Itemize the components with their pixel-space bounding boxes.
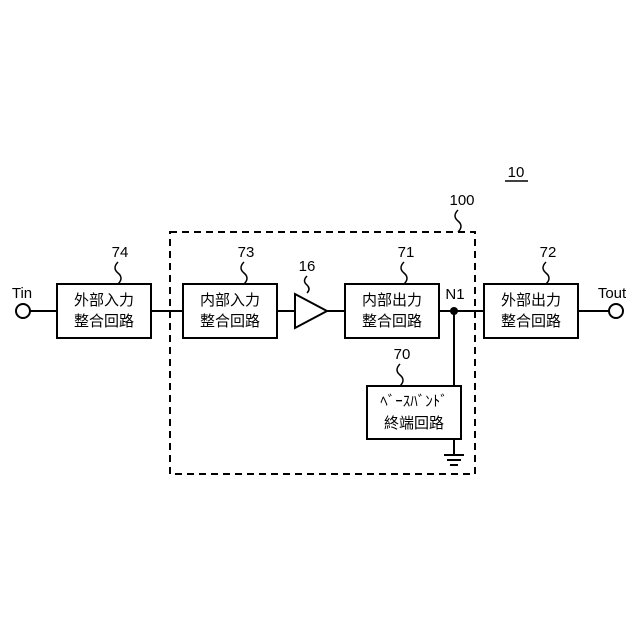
baseband-line1: ﾍﾞｰｽﾊﾞﾝﾄﾞ	[380, 392, 448, 410]
int-input-line1: 内部入力	[200, 291, 260, 309]
int-output-line2: 整合回路	[362, 312, 422, 330]
int-output-matching-block: 内部出力 整合回路	[345, 284, 439, 338]
ext-input-line2: 整合回路	[74, 312, 134, 330]
baseband-termination-block: ﾍﾞｰｽﾊﾞﾝﾄﾞ 終端回路	[367, 386, 461, 439]
int-input-line2: 整合回路	[200, 312, 260, 330]
baseband-leader	[397, 364, 403, 386]
module-ref: 100	[449, 192, 474, 209]
input-terminal	[16, 304, 30, 318]
input-terminal-label: Tin	[12, 285, 32, 302]
int-output-ref: 71	[398, 244, 415, 261]
output-terminal	[609, 304, 623, 318]
node-n1-label: N1	[445, 286, 464, 303]
int-output-line1: 内部出力	[362, 291, 422, 309]
int-input-matching-block: 内部入力 整合回路	[183, 284, 277, 338]
int-output-leader	[401, 262, 407, 284]
amplifier-triangle	[295, 294, 327, 328]
ext-input-matching-block: 外部入力 整合回路	[57, 284, 151, 338]
figure-ref: 10	[508, 164, 525, 181]
ext-output-leader	[543, 262, 549, 284]
output-terminal-label: Tout	[598, 285, 627, 302]
ext-output-ref: 72	[540, 244, 557, 261]
baseband-line2: 終端回路	[384, 414, 444, 432]
ext-input-ref: 74	[112, 244, 129, 261]
amplifier-leader	[305, 276, 310, 293]
ext-input-line1: 外部入力	[74, 291, 134, 309]
int-input-leader	[241, 262, 247, 284]
int-input-ref: 73	[238, 244, 255, 261]
ext-output-line2: 整合回路	[501, 312, 561, 330]
ground-icon	[444, 455, 464, 465]
amplifier-ref: 16	[299, 258, 316, 275]
ext-output-matching-block: 外部出力 整合回路	[484, 284, 578, 338]
baseband-ref: 70	[394, 346, 411, 363]
ext-input-leader	[115, 262, 121, 284]
module-ref-leader	[455, 210, 461, 232]
ext-output-line1: 外部出力	[501, 291, 561, 309]
